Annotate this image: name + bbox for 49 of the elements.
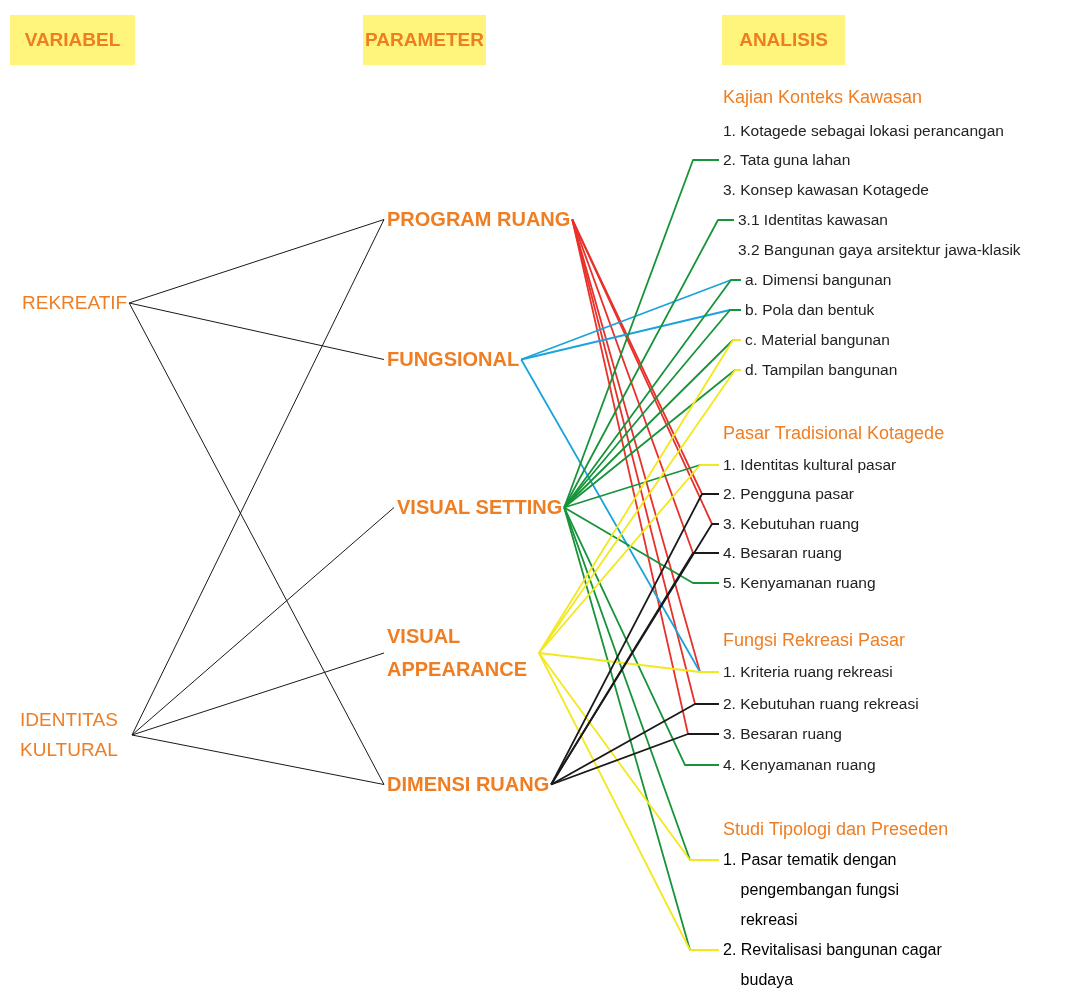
parameter-label: VISUAL SETTING [397,491,563,524]
column-header: ANALISIS [722,15,845,65]
connector-line [128,302,385,785]
analysis-item: 2. Kebutuhan ruang rekreasi [723,689,919,719]
connector-line [550,703,720,786]
analysis-item: 4. Kenyamanan ruang [723,750,876,780]
analysis-item: 1. Identitas kultural pasar [723,450,897,480]
analysis-item: 1. Kriteria ruang rekreasi [723,657,893,687]
analysis-item: 2. Pengguna pasar [723,479,854,509]
analysis-item: 3.2 Bangunan gaya arsitektur jawa-klasik [738,240,1021,260]
section-heading: Studi Tipologi dan Preseden [723,818,949,841]
column-header: PARAMETER [363,15,486,65]
section-heading: Kajian Konteks Kawasan [723,86,923,109]
column-header: VARIABEL [10,15,135,65]
analysis-item: d. Tampilan bangunan [745,355,898,385]
analysis-item: 3. Kebutuhan ruang [723,509,860,539]
analysis-item: b. Pola dan bentuk [745,295,875,325]
analysis-item: 4. Besaran ruang [723,538,842,568]
analysis-item: 3.1 Identitas kawasan [738,205,888,235]
connector-line [131,734,385,785]
connector-line [563,506,720,584]
analysis-item: c. Material bangunan [745,325,890,355]
parameter-label: DIMENSI RUANG [387,768,550,801]
analysis-item: 5. Kenyamanan ruang [723,568,876,598]
analysis-item: 2. Tata guna lahan [723,145,851,175]
connector-line [131,507,395,736]
analysis-item: 3. Besaran ruang [723,719,842,749]
connector-line [538,652,720,951]
analysis-item: 3. Konsep kawasan Kotagede [723,180,929,200]
connector-line [128,302,385,360]
connector-line [538,652,720,861]
parameter-label: VISUAL APPEARANCE [387,620,537,686]
connector-line [131,219,385,736]
connector-line [563,219,735,509]
analysis-item: 1. Kotagede sebagai lokasi perancangan [723,121,1004,141]
variable-label: REKREATIF [22,288,128,318]
parameter-label: PROGRAM RUANG [387,203,571,236]
section-heading: Fungsi Rekreasi Pasar [723,629,906,652]
section-heading: Pasar Tradisional Kotagede [723,422,945,445]
analysis-item: a. Dimensi bangunan [745,265,892,295]
connector-line [538,652,720,673]
connector-line [131,652,385,736]
connector-line [550,733,720,786]
connector-line [128,219,385,304]
parameter-label: FUNGSIONAL [387,343,520,376]
analysis-item: 2. Revitalisasi bangunan cagar budaya [723,935,951,995]
analysis-item: 1. Pasar tematik dengan pengembangan fungsi rekreasi [723,845,941,935]
connector-line [538,464,720,654]
variable-label: IDENTITAS KULTURAL [20,705,130,765]
